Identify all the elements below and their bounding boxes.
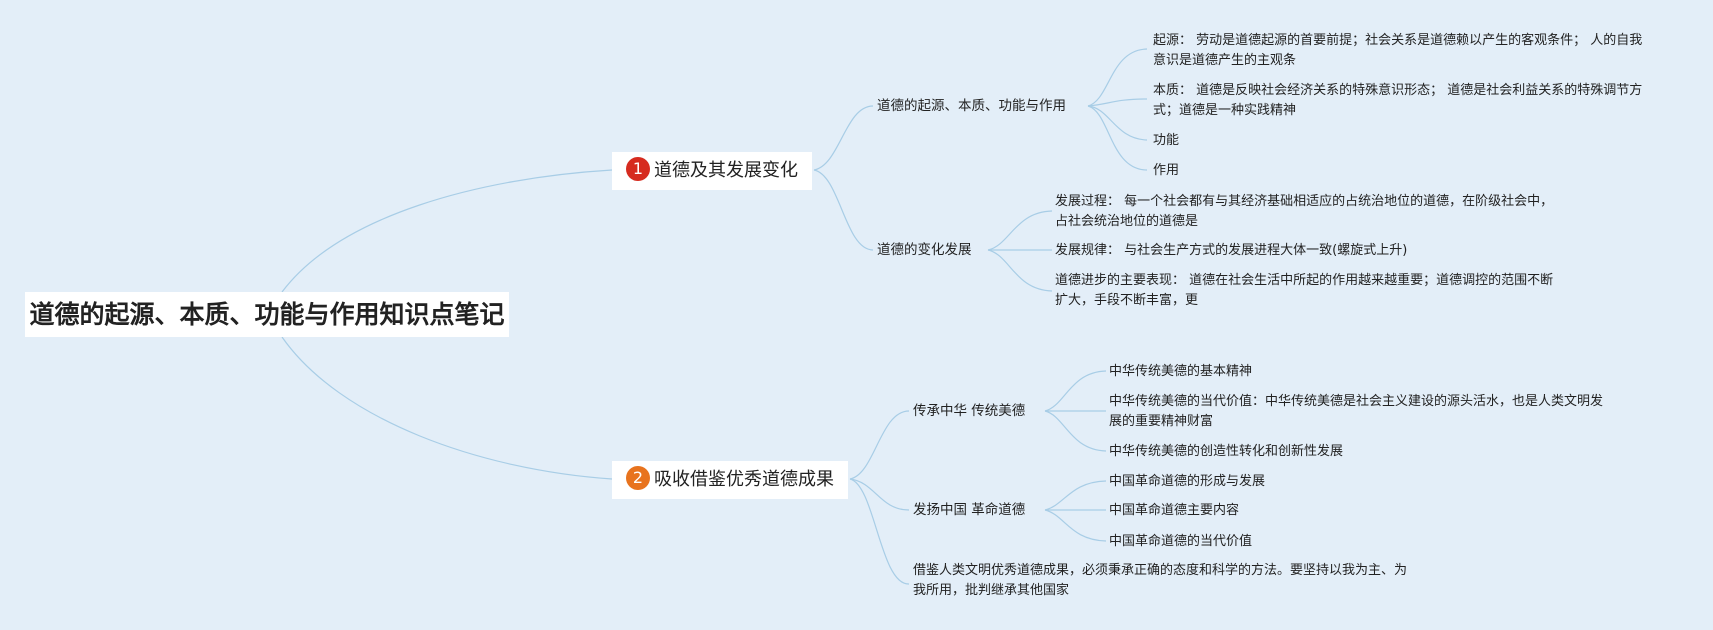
edge-b1s2-leaf3	[987, 249, 1053, 292]
edge-branch2-sub3	[849, 478, 910, 585]
edge-root-branch1	[281, 169, 613, 293]
b1-sub2-leaf-law[interactable]: 发展规律： 与社会生产方式的发展进程大体一致(螺旋式上升)	[1055, 243, 1408, 258]
b2-sub1-leaf-value[interactable]: 中华传统美德的当代价值：中华传统美德是社会主义建设的源头活水，也是人类文明发展的…	[1109, 394, 1604, 429]
b1-sub2-topic[interactable]: 道德的变化发展	[877, 242, 972, 258]
edge-branch2-sub1	[849, 410, 910, 480]
edge-b2s2-leaf1	[1044, 480, 1107, 511]
b2-sub3-topic[interactable]: 借鉴人类文明优秀道德成果，必须秉承正确的态度和科学的方法。要坚持以我为主、为我所…	[913, 563, 1408, 598]
b2-sub2-leaf-formation[interactable]: 中国革命道德的形成与发展	[1109, 474, 1266, 489]
b1-sub1-leaf-origin[interactable]: 起源： 劳动是道德起源的首要前提；社会关系是道德赖以产生的客观条件； 人的自我意…	[1153, 33, 1643, 68]
branch-1-label: 道德及其发展变化	[654, 160, 798, 181]
number-2-badge-icon: 2	[626, 466, 650, 490]
edge-branch1-sub2	[813, 169, 874, 251]
number-1-badge-icon: 1	[626, 157, 650, 181]
root-topic[interactable]: 道德的起源、本质、功能与作用知识点笔记	[25, 292, 509, 337]
edge-b2s2-leaf3	[1044, 509, 1107, 542]
edge-b1s1-leaf1	[1087, 48, 1148, 107]
b2-sub2-leaf-value[interactable]: 中国革命道德的当代价值	[1109, 534, 1253, 549]
b2-sub2-leaf-content[interactable]: 中国革命道德主要内容	[1109, 503, 1240, 518]
edge-b1s1-leaf3	[1087, 105, 1148, 141]
b1-sub2-leaf-process[interactable]: 发展过程： 每一个社会都有与其经济基础相适应的占统治地位的道德，在阶级社会中，占…	[1055, 194, 1554, 229]
b2-sub1-leaf-spirit[interactable]: 中华传统美德的基本精神	[1109, 364, 1253, 379]
b2-sub2-topic[interactable]: 发扬中国 革命道德	[913, 502, 1026, 518]
b1-sub1-leaf-effect[interactable]: 作用	[1153, 163, 1180, 178]
edge-branch2-sub2	[849, 478, 910, 511]
b2-sub1-leaf-transform[interactable]: 中华传统美德的创造性转化和创新性发展	[1109, 444, 1344, 459]
branch-2-label: 吸收借鉴优秀道德成果	[654, 469, 834, 490]
b1-sub1-topic[interactable]: 道德的起源、本质、功能与作用	[877, 98, 1066, 114]
edge-b1s2-leaf1	[987, 210, 1053, 251]
edge-root-branch2	[281, 336, 613, 480]
edge-b2s1-leaf1	[1044, 370, 1107, 412]
b1-sub1-leaf-essence[interactable]: 本质： 道德是反映社会经济关系的特殊意识形态； 道德是社会利益关系的特殊调节方式…	[1153, 83, 1643, 118]
edge-b1s1-leaf4	[1087, 105, 1148, 171]
b1-sub2-leaf-progress[interactable]: 道德进步的主要表现： 道德在社会生活中所起的作用越来越重要；道德调控的范围不断扩…	[1055, 273, 1554, 308]
b1-sub1-leaf-function[interactable]: 功能	[1153, 133, 1180, 148]
edge-b1s1-leaf2	[1087, 98, 1148, 107]
edge-b2s1-leaf3	[1044, 410, 1107, 452]
b2-sub1-topic[interactable]: 传承中华 传统美德	[913, 403, 1026, 419]
edge-branch1-sub1	[813, 105, 874, 171]
